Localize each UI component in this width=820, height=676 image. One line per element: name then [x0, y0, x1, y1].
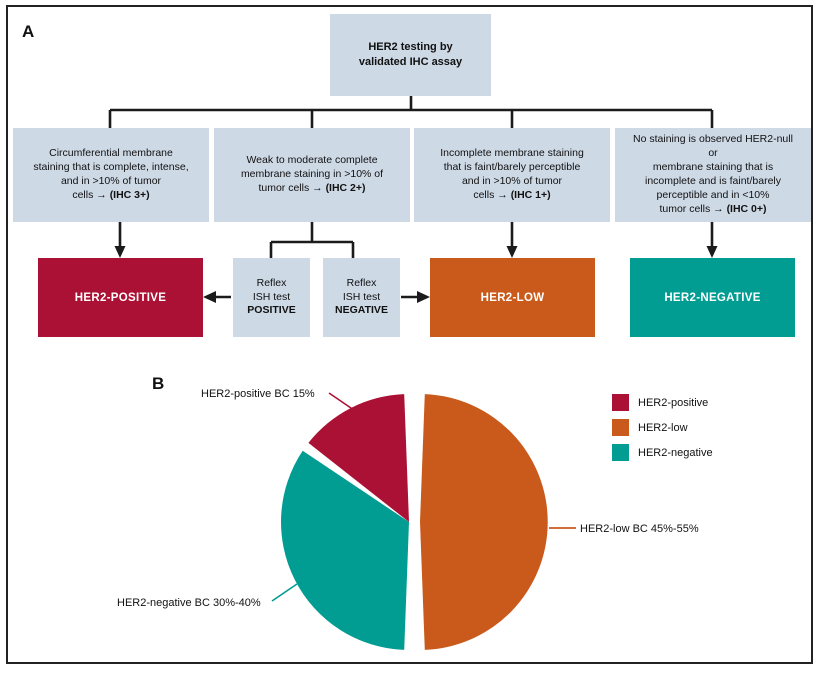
pie-legend: HER2-positive HER2-low HER2-negative	[612, 390, 713, 465]
criteria-line: and in >10% of tumor	[461, 175, 563, 187]
legend-swatch-icon	[612, 419, 629, 436]
criteria-line: Weak to moderate complete	[246, 154, 378, 167]
result-label: HER2-LOW	[480, 291, 545, 304]
criteria-line: cells → (IHC 3+)	[18, 189, 204, 203]
result-label: HER2-NEGATIVE	[664, 291, 761, 304]
root-line-1: HER2 testing by	[368, 41, 453, 54]
criteria-box-ihc-3plus: Circumferential membrane staining that i…	[13, 128, 209, 222]
criteria-arrow-text: tumor cells →	[659, 202, 727, 215]
ihc-score-label: (IHC 2+)	[325, 181, 366, 194]
flowchart-root-box: HER2 testing by validated IHC assay	[330, 14, 491, 96]
criteria-line: or	[708, 147, 718, 160]
result-box-her2-positive: HER2-POSITIVE	[38, 258, 203, 337]
callout-her2-low: HER2-low BC 45%-55%	[580, 523, 699, 535]
callout-her2-positive: HER2-positive BC 15%	[201, 388, 315, 400]
legend-item-her2-low: HER2-low	[612, 415, 713, 440]
criteria-line: No staining is observed HER2-null	[633, 133, 793, 146]
criteria-line: that is faint/barely perceptible	[443, 161, 581, 174]
reflex-line: ISH test	[252, 290, 291, 303]
criteria-arrow-text: tumor cells →	[258, 181, 326, 194]
ihc-score-label: (IHC 1+)	[510, 188, 551, 201]
criteria-line: staining that is complete, intense,	[33, 161, 189, 174]
criteria-line: Incomplete membrane staining	[440, 147, 584, 160]
criteria-line: Circumferential membrane	[49, 147, 173, 160]
criteria-box-ihc-1plus: Incomplete membrane staining that is fai…	[414, 128, 610, 222]
reflex-result-label: NEGATIVE	[335, 304, 388, 317]
criteria-line: cells → (IHC 1+)	[419, 189, 605, 203]
reflex-line: ISH test	[342, 290, 381, 303]
criteria-arrow-text: cells →	[473, 188, 511, 201]
criteria-line: and in >10% of tumor	[60, 175, 162, 187]
legend-item-her2-negative: HER2-negative	[612, 440, 713, 465]
panel-a-letter: A	[22, 22, 35, 41]
reflex-line: Reflex	[346, 276, 377, 289]
legend-swatch-icon	[612, 394, 629, 411]
criteria-line: perceptible and in <10%	[656, 188, 770, 201]
reflex-result-label: POSITIVE	[247, 304, 296, 317]
legend-label: HER2-negative	[638, 446, 713, 459]
legend-label: HER2-positive	[638, 396, 709, 409]
criteria-line: incomplete and is faint/barely	[645, 175, 781, 187]
criteria-line: membrane staining that is	[652, 161, 774, 174]
criteria-line: membrane staining in >10% of	[240, 168, 384, 181]
result-box-her2-negative: HER2-NEGATIVE	[630, 258, 795, 337]
panel-b-letter: B	[152, 374, 165, 393]
legend-label: HER2-low	[638, 421, 688, 434]
ihc-score-label: (IHC 3+)	[109, 188, 150, 201]
criteria-arrow-text: cells →	[72, 188, 110, 201]
ihc-score-label: (IHC 0+)	[726, 202, 767, 215]
legend-swatch-icon	[612, 444, 629, 461]
legend-item-her2-positive: HER2-positive	[612, 390, 713, 415]
criteria-line: tumor cells → (IHC 2+)	[219, 182, 405, 196]
criteria-line: tumor cells → (IHC 0+)	[620, 203, 806, 217]
callout-her2-negative: HER2-negative BC 30%-40%	[117, 597, 261, 609]
result-box-her2-low: HER2-LOW	[430, 258, 595, 337]
criteria-box-ihc-2plus: Weak to moderate complete membrane stain…	[214, 128, 410, 222]
criteria-box-ihc-0plus: No staining is observed HER2-null or mem…	[615, 128, 811, 222]
reflex-ish-negative-box: Reflex ISH test NEGATIVE	[323, 258, 400, 337]
reflex-line: Reflex	[256, 276, 287, 289]
result-label: HER2-POSITIVE	[74, 291, 167, 304]
reflex-ish-positive-box: Reflex ISH test POSITIVE	[233, 258, 310, 337]
root-line-2: validated IHC assay	[358, 56, 463, 68]
